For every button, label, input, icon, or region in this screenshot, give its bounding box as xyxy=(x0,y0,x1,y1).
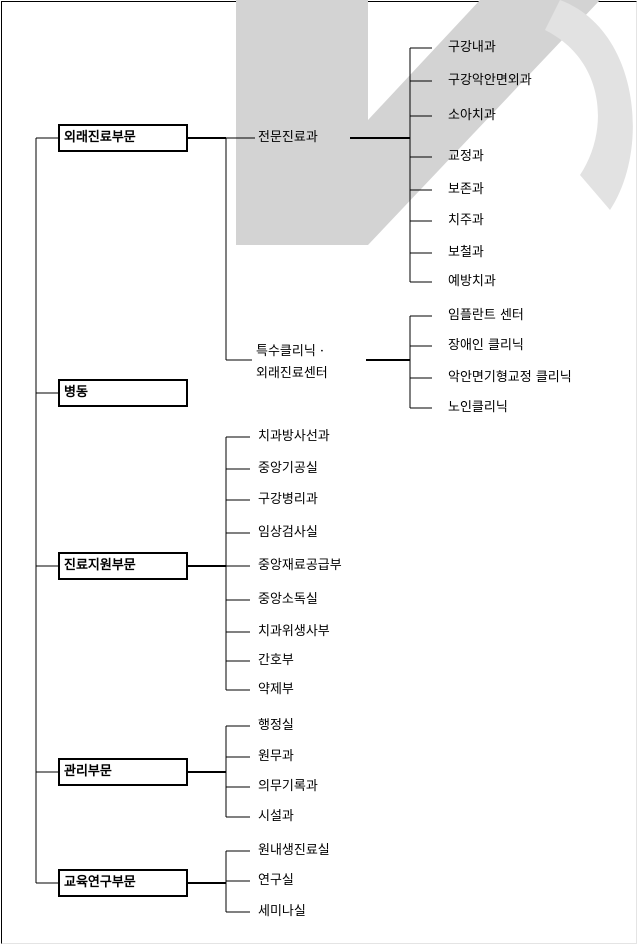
support-unit: 치과위생사부 xyxy=(258,624,330,639)
edu-unit: 원내생진료실 xyxy=(258,843,330,858)
watermark-k-stem xyxy=(236,0,368,245)
dept-item: 구강악안면외과 xyxy=(448,73,532,88)
dept-item: 교정과 xyxy=(448,149,484,164)
dept-item: 치주과 xyxy=(448,213,484,228)
support-unit: 중앙재료공급부 xyxy=(258,558,342,573)
edu-unit: 세미나실 xyxy=(258,904,306,919)
dept-item: 보존과 xyxy=(448,182,484,197)
support-unit: 중앙기공실 xyxy=(258,461,318,476)
support-unit: 간호부 xyxy=(258,653,294,668)
dept-item: 소아치과 xyxy=(448,108,496,123)
admin-unit: 의무기록과 xyxy=(258,779,318,794)
clinic-item: 악안면기형교정 클리닉 xyxy=(448,370,572,385)
admin-unit: 행정실 xyxy=(258,718,294,733)
dept-item: 보철과 xyxy=(448,245,484,260)
support-unit: 구강병리과 xyxy=(258,492,318,507)
division-ward: 병동 xyxy=(58,379,188,407)
clinic-item: 장애인 클리닉 xyxy=(448,338,524,353)
clinic-item: 노인클리닉 xyxy=(448,400,508,415)
clinic-item: 임플란트 센터 xyxy=(448,308,524,323)
division-admin: 관리부문 xyxy=(58,758,188,786)
admin-unit: 원무과 xyxy=(258,749,294,764)
dept-item: 구강내과 xyxy=(448,40,496,55)
support-unit: 중앙소독실 xyxy=(258,592,318,607)
division-outpatient: 외래진료부문 xyxy=(58,124,188,152)
special-clinic-label-line1: 특수클리닉 · xyxy=(256,344,325,359)
special-clinic-label-line2: 외래진료센터 xyxy=(256,366,328,381)
support-unit: 약제부 xyxy=(258,682,294,697)
support-unit: 치과방사선과 xyxy=(258,429,330,444)
support-unit: 임상검사실 xyxy=(258,525,318,540)
watermark-arc xyxy=(545,0,633,210)
watermark-k-arm xyxy=(368,0,600,245)
admin-unit: 시설과 xyxy=(258,809,294,824)
specialty-clinic-label: 전문진료과 xyxy=(258,130,318,145)
dept-item: 예방치과 xyxy=(448,274,496,289)
division-support: 진료지원부문 xyxy=(58,552,188,580)
division-edu: 교육연구부문 xyxy=(58,869,188,897)
edu-unit: 연구실 xyxy=(258,873,294,888)
